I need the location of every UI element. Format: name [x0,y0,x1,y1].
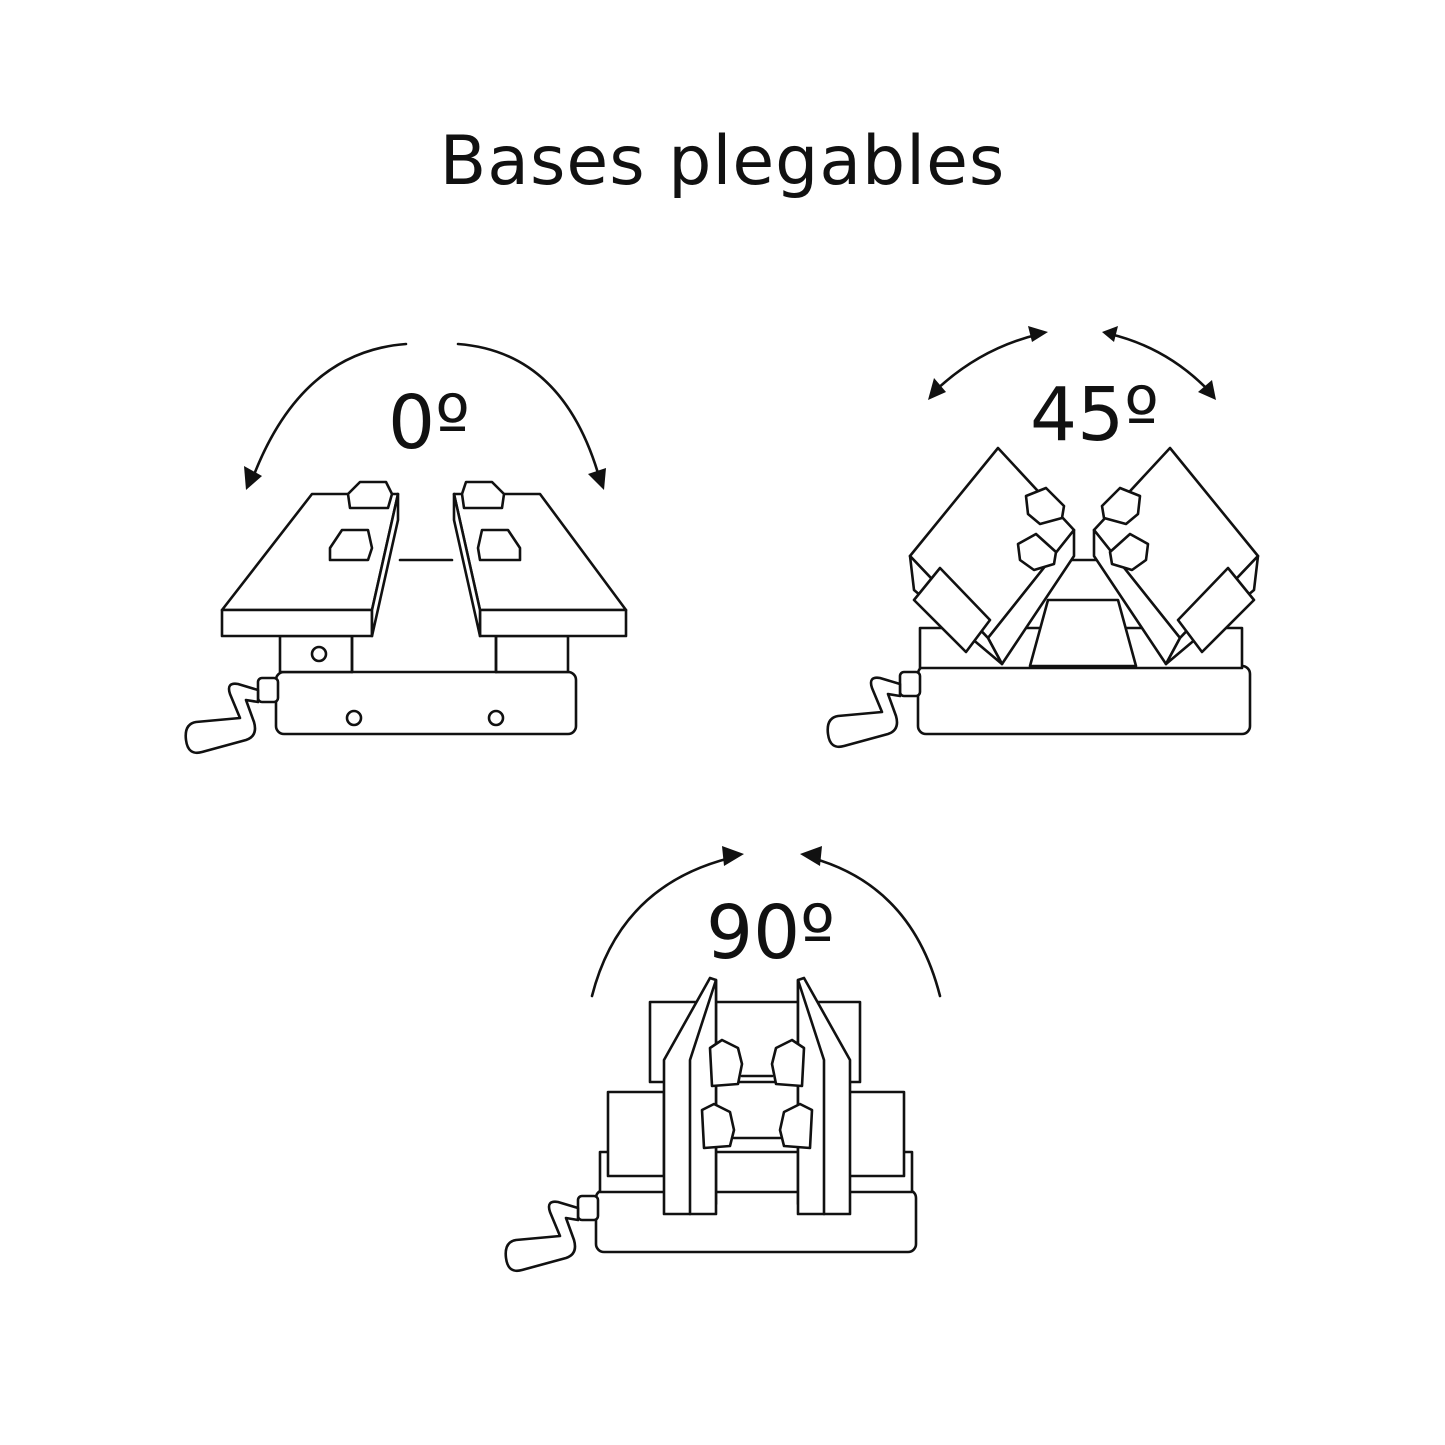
crank-collar [898,670,922,698]
side-block-right [846,1090,906,1178]
arrowhead-right [588,468,606,490]
plate-left-lower [912,566,992,654]
jaw-block [328,528,374,562]
angle-label-90: 90º [706,890,835,976]
jaw-block [708,1038,744,1088]
jaw-block [460,480,506,510]
jaw-block [476,528,522,562]
plate-right-front [478,608,628,638]
side-block-left [606,1090,666,1178]
arrowhead-left [244,466,262,490]
double-arrow-left [932,332,1042,394]
rotation-arc-left [250,342,408,482]
double-arrow-right [1108,332,1212,394]
vise-base [916,664,1252,736]
crank-handle [504,1200,580,1273]
rotation-arc-left [590,856,732,998]
crank-handle [184,682,260,755]
jaw-block [1108,532,1150,572]
angle-label-0: 0º [388,380,470,466]
vise-0-degrees: 0º [184,342,628,755]
jaw-block [1100,486,1142,526]
vise-base [594,1188,918,1254]
angle-label-45: 45º [1030,372,1159,458]
vise-45-degrees: 45º [826,326,1260,749]
jaw-block [1024,486,1066,526]
crank-collar [576,1194,600,1222]
vise-base [274,670,578,736]
plate-left-front [220,608,374,638]
bolt-hole [310,645,328,663]
jaw-block [778,1102,814,1150]
vise-90-degrees: 90º [504,846,942,1273]
crank-collar [256,676,280,704]
support-right [494,634,570,674]
jaw-block [1016,532,1058,572]
plate-right-lower [1176,566,1256,654]
rotation-arc-right [456,342,602,482]
bolt-hole [345,709,363,727]
jaw-block [700,1102,736,1150]
jaw-block [346,480,394,510]
bolt-hole [487,709,505,727]
center-wedge [1028,598,1138,668]
rotation-arc-right [810,856,942,998]
page-title: Bases plegables [439,122,1006,201]
crank-handle [826,676,902,749]
jaw-block [770,1038,806,1088]
